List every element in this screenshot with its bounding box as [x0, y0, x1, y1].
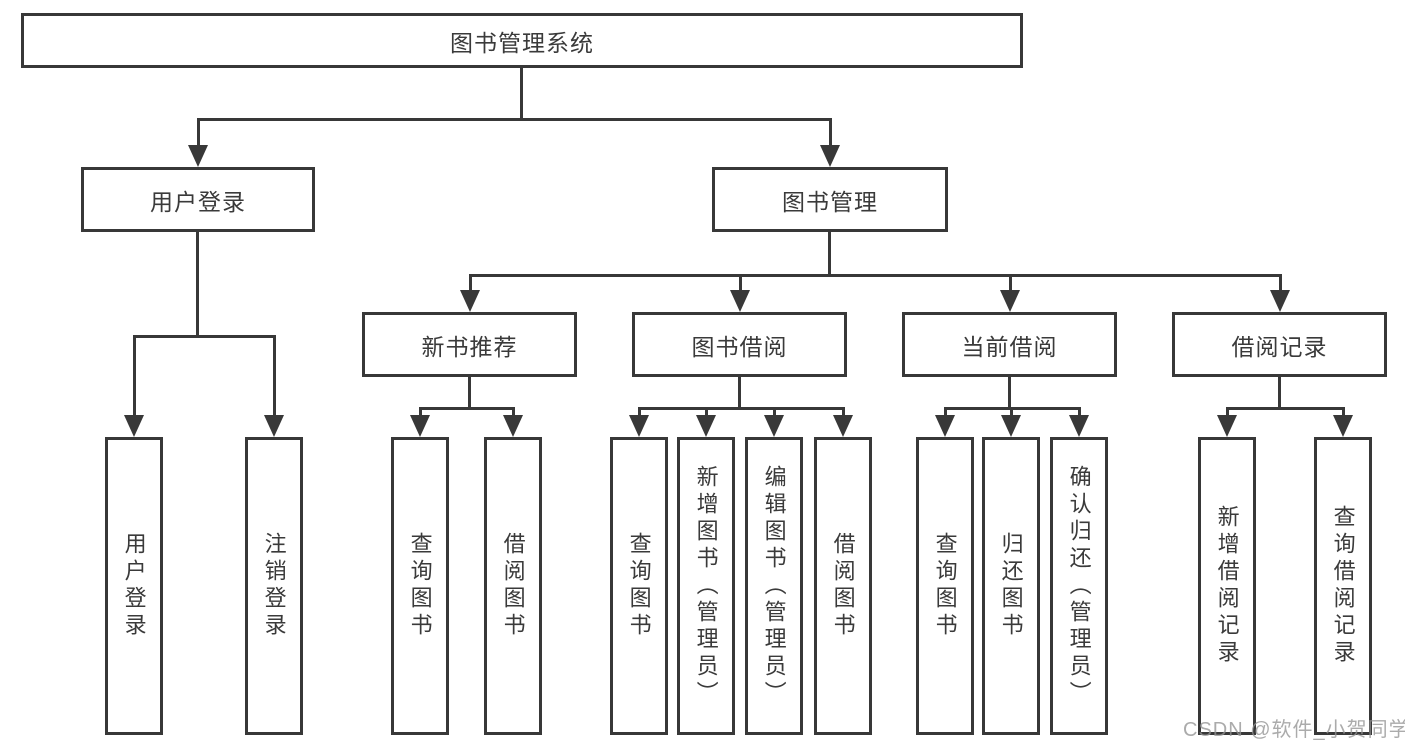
leaf-edit-book-admin: 编辑图书（管理员）: [745, 437, 803, 735]
connector-book-management-bar: [469, 274, 1282, 277]
leaf-add-book-admin: 新增图书（管理员）: [677, 437, 735, 735]
leaf-borrow-books-recommend: 借阅图书: [484, 437, 542, 735]
leaf-query-borrow-record: 查询借阅记录: [1314, 437, 1372, 735]
node-user-login: 用户登录: [81, 167, 315, 232]
arrow-to-query-borrow-record: [1333, 407, 1353, 437]
arrow-to-borrow-records: [1270, 274, 1290, 312]
connector-recommend-stem: [468, 377, 471, 410]
node-book-management: 图书管理: [712, 167, 948, 232]
connector-current-bar: [944, 407, 1081, 410]
arrow-to-return-books: [1001, 407, 1021, 437]
arrow-to-book-management: [820, 118, 840, 167]
arrow-to-add-borrow-record: [1217, 407, 1237, 437]
connector-user-login-bar: [133, 335, 276, 338]
node-system-root-label: 图书管理系统: [450, 29, 594, 56]
node-new-book-recommend-label: 新书推荐: [421, 333, 518, 360]
connector-records-stem: [1278, 377, 1281, 410]
arrow-to-edit-book-admin: [764, 407, 784, 437]
connector-book-management-stem: [828, 232, 831, 277]
leaf-borrow-books-recommend-label: 借阅图书: [500, 532, 526, 640]
connector-records-bar: [1226, 407, 1345, 410]
leaf-add-borrow-record-label: 新增借阅记录: [1214, 505, 1240, 667]
leaf-query-books-recommend: 查询图书: [391, 437, 449, 735]
connector-recommend-bar: [419, 407, 515, 410]
leaf-return-books: 归还图书: [982, 437, 1040, 735]
leaf-query-borrow-record-label: 查询借阅记录: [1330, 505, 1356, 667]
node-borrow-records: 借阅记录: [1172, 312, 1387, 377]
leaf-query-books-borrow: 查询图书: [610, 437, 668, 735]
leaf-query-books-recommend-label: 查询图书: [407, 532, 433, 640]
leaf-add-borrow-record: 新增借阅记录: [1198, 437, 1256, 735]
arrow-to-query-books-current: [935, 407, 955, 437]
leaf-borrow-books-2: 借阅图书: [814, 437, 872, 735]
node-book-borrow: 图书借阅: [632, 312, 847, 377]
connector-borrow-stem: [738, 377, 741, 410]
arrow-to-borrow-books-recommend: [503, 407, 523, 437]
leaf-return-books-label: 归还图书: [998, 532, 1024, 640]
leaf-user-login: 用户登录: [105, 437, 163, 735]
connector-current-stem: [1008, 377, 1011, 410]
leaf-query-books-current-label: 查询图书: [932, 532, 958, 640]
node-user-login-label: 用户登录: [150, 188, 246, 215]
arrow-to-new-book-recommend: [460, 274, 480, 312]
leaf-confirm-return-admin: 确认归还（管理员）: [1050, 437, 1108, 735]
arrow-to-confirm-return-admin: [1069, 407, 1089, 437]
node-borrow-records-label: 借阅记录: [1231, 333, 1328, 360]
leaf-query-books-borrow-label: 查询图书: [626, 532, 652, 640]
node-book-borrow-label: 图书借阅: [691, 333, 788, 360]
arrow-to-user-login: [188, 118, 208, 167]
arrow-to-leaf-logout: [264, 335, 284, 437]
connector-root-bar: [197, 118, 831, 121]
arrow-to-query-books-recommend: [410, 407, 430, 437]
node-new-book-recommend: 新书推荐: [362, 312, 577, 377]
node-current-borrow-label: 当前借阅: [961, 333, 1058, 360]
node-system-root: 图书管理系统: [21, 13, 1023, 68]
leaf-confirm-return-admin-label: 确认归还（管理员）: [1066, 464, 1092, 708]
leaf-add-book-admin-label: 新增图书（管理员）: [693, 464, 719, 708]
leaf-query-books-current: 查询图书: [916, 437, 974, 735]
arrow-to-add-book-admin: [696, 407, 716, 437]
leaf-borrow-books-2-label: 借阅图书: [830, 532, 856, 640]
connector-user-login-stem: [196, 232, 199, 338]
arrow-to-borrow-books-2: [833, 407, 853, 437]
arrow-to-current-borrow: [1000, 274, 1020, 312]
csdn-watermark: CSDN @软件_小贺同学: [1183, 719, 1405, 741]
arrow-to-leaf-user-login: [124, 335, 144, 437]
node-current-borrow: 当前借阅: [902, 312, 1117, 377]
leaf-logout-label: 注销登录: [261, 532, 287, 640]
node-book-management-label: 图书管理: [782, 188, 878, 215]
connector-borrow-bar: [638, 407, 845, 410]
leaf-edit-book-admin-label: 编辑图书（管理员）: [761, 464, 787, 708]
leaf-user-login-label: 用户登录: [121, 532, 147, 640]
arrow-to-book-borrow: [730, 274, 750, 312]
connector-root-stem: [520, 68, 523, 121]
arrow-to-query-books-borrow: [629, 407, 649, 437]
leaf-logout: 注销登录: [245, 437, 303, 735]
